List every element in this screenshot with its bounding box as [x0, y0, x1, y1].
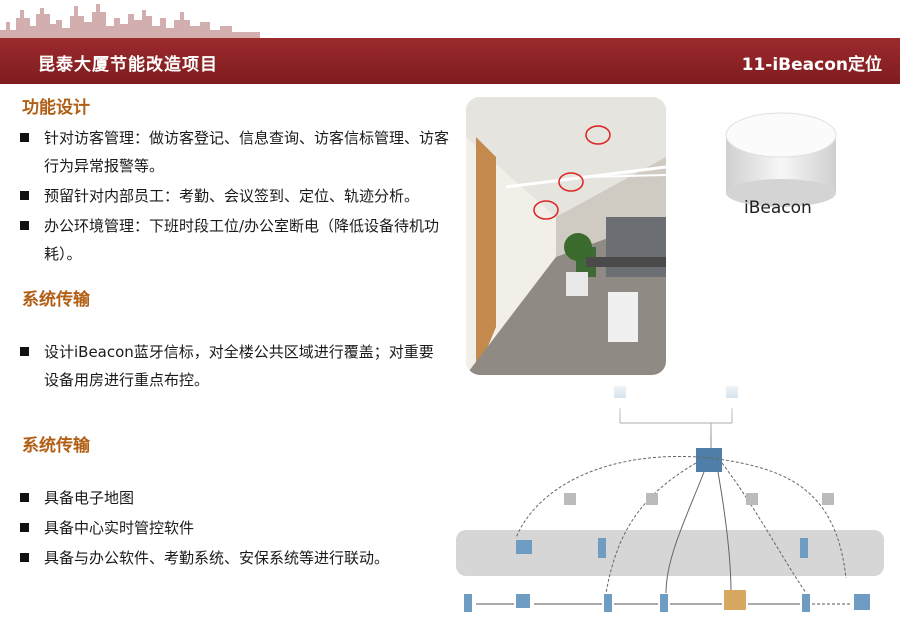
- function-design-list: 针对访客管理：做访客登记、信息查询、访客信标管理、访客行为异常报警等。 预留针对…: [18, 124, 458, 270]
- slide-section-label: 11-iBeacon定位: [741, 55, 882, 75]
- system-transmission-list: 设计iBeacon蓝牙信标，对全楼公共区域进行覆盖；对重要设备用房进行重点布控。: [18, 338, 448, 396]
- section-title-system-transmission-2: 系统传输: [22, 436, 90, 456]
- header-bar: 昆泰大厦节能改造项目 11-iBeacon定位: [0, 38, 900, 84]
- list-item: 具备中心实时管控软件: [18, 514, 448, 542]
- list-item: 具备与办公软件、考勤系统、安保系统等进行联动。: [18, 544, 448, 572]
- list-item: 预留针对内部员工：考勤、会议签到、定位、轨迹分析。: [18, 182, 458, 210]
- ibeacon-label: iBeacon: [744, 198, 812, 218]
- list-item: 设计iBeacon蓝牙信标，对全楼公共区域进行覆盖；对重要设备用房进行重点布控。: [18, 338, 448, 394]
- list-item: 办公环境管理：下班时段工位/办公室断电（降低设备待机功耗）。: [18, 212, 458, 268]
- system-flow-diagram: [456, 378, 886, 633]
- ibeacon-device-image: [722, 107, 842, 222]
- system-features-list: 具备电子地图 具备中心实时管控软件 具备与办公软件、考勤系统、安保系统等进行联动…: [18, 484, 448, 574]
- city-skyline-decoration: [0, 4, 260, 40]
- section-title-system-transmission: 系统传输: [22, 290, 90, 310]
- list-item: 具备电子地图: [18, 484, 448, 512]
- office-corridor-photo: [466, 97, 666, 375]
- project-title: 昆泰大厦节能改造项目: [38, 55, 218, 75]
- list-item: 针对访客管理：做访客登记、信息查询、访客信标管理、访客行为异常报警等。: [18, 124, 458, 180]
- section-title-function-design: 功能设计: [22, 98, 90, 118]
